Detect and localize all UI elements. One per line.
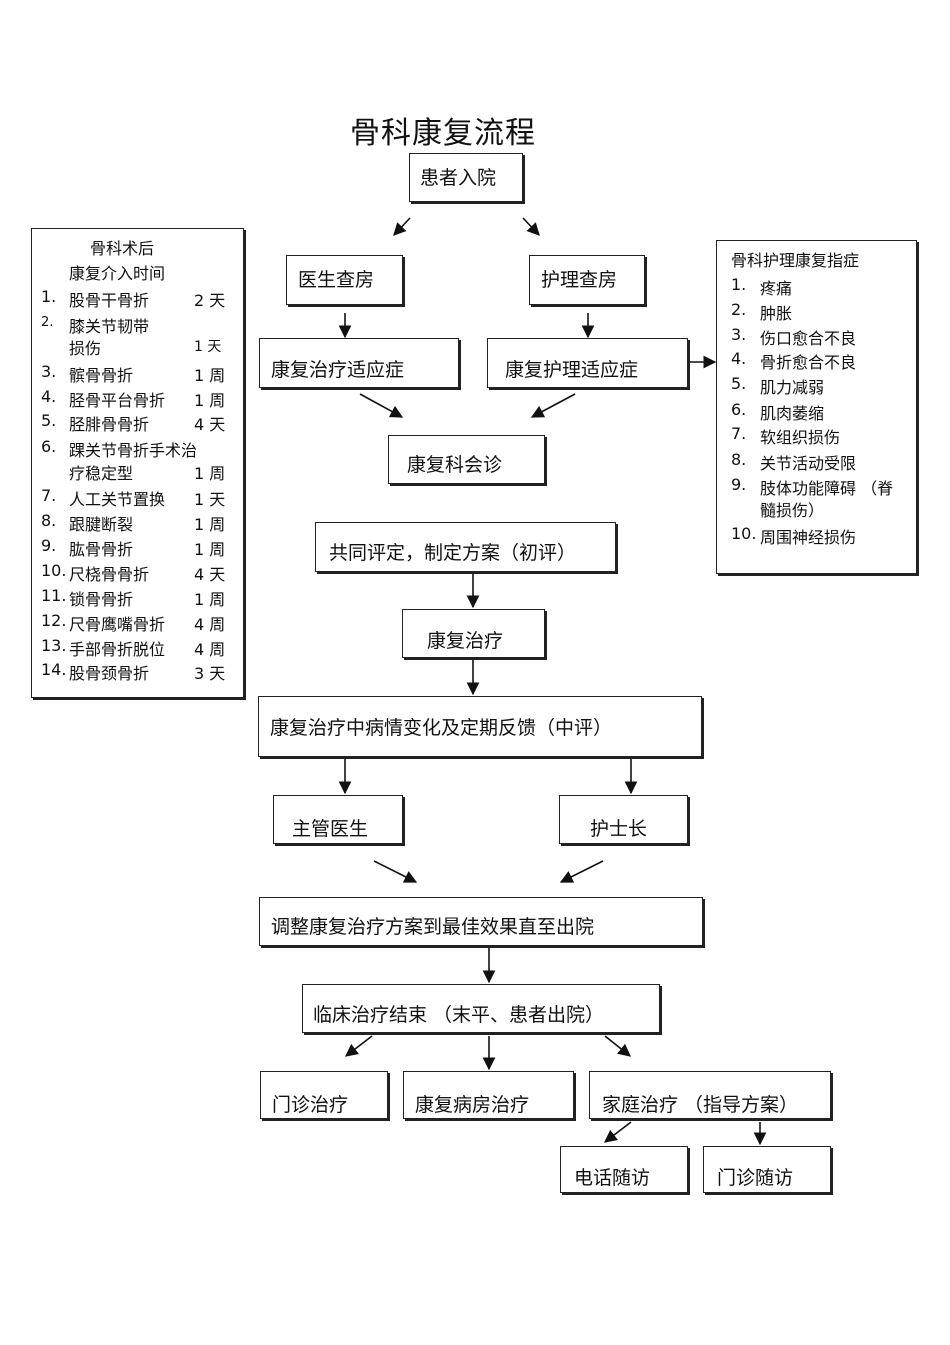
left-panel-title-line2: 康复介入时间: [69, 264, 166, 283]
node-outpatient-followup: 门诊随访: [703, 1146, 831, 1193]
node-home-treatment: 家庭治疗 （指导方案）: [589, 1071, 831, 1119]
node-head-nurse: 护士长: [559, 795, 688, 844]
node-outpatient-treatment-label: 门诊治疗: [272, 1094, 349, 1116]
arrow-admission-to-doctor: [393, 217, 411, 236]
node-treatment-end-label: 临床治疗结束 （末平、患者出院）: [313, 1004, 605, 1026]
node-feedback: 康复治疗中病情变化及定期反馈（中评）: [258, 696, 702, 757]
arrow-admission-to-nursing: [522, 217, 540, 236]
arrow-rehab-to-consultation: [359, 393, 404, 418]
node-treatment-end: 临床治疗结束 （末平、患者出院）: [302, 984, 660, 1033]
node-outpatient-followup-label: 门诊随访: [717, 1167, 794, 1189]
node-consultation-label: 康复科会诊: [407, 454, 503, 476]
arrow-home-to-phone: [603, 1121, 632, 1143]
node-phone-followup-label: 电话随访: [574, 1167, 651, 1189]
arrow-nurse-to-adjust: [559, 860, 604, 883]
node-rehab-indication: 康复治疗适应症: [259, 338, 459, 388]
node-home-treatment-label: 家庭治疗 （指导方案）: [602, 1094, 799, 1116]
node-attending-doctor: 主管医生: [273, 795, 403, 844]
right-panel-nursing-indications: 骨科护理康复指症 1.疼痛 2.肿胀 3.伤口愈合不良 4.骨折愈合不良 5.肌…: [716, 240, 917, 574]
node-joint-assessment: 共同评定，制定方案（初评）: [315, 522, 616, 572]
node-nursing-rounds-label: 护理查房: [541, 269, 618, 291]
node-nursing-indication-label: 康复护理适应症: [505, 359, 639, 381]
arrow-nursing-to-consultation: [530, 393, 576, 418]
left-panel-title-line1: 骨科术后: [90, 239, 155, 258]
node-doctor-rounds-label: 医生查房: [298, 269, 375, 291]
node-doctor-rounds: 医生查房: [286, 255, 403, 305]
node-rehab-treatment: 康复治疗: [402, 609, 545, 658]
node-nursing-indication: 康复护理适应症: [487, 338, 688, 388]
node-admission-label: 患者入院: [420, 167, 497, 189]
node-phone-followup: 电话随访: [560, 1146, 688, 1193]
node-adjust-plan-label: 调整康复治疗方案到最佳效果直至出院: [271, 916, 595, 938]
node-joint-assessment-label: 共同评定，制定方案（初评）: [329, 542, 577, 564]
node-rehab-treatment-label: 康复治疗: [427, 630, 504, 652]
right-panel-title: 骨科护理康复指症: [731, 251, 860, 270]
node-rehab-ward-label: 康复病房治疗: [415, 1094, 530, 1116]
node-feedback-label: 康复治疗中病情变化及定期反馈（中评）: [270, 717, 613, 739]
node-attending-doctor-label: 主管医生: [292, 818, 369, 840]
node-rehab-ward: 康复病房治疗: [403, 1071, 574, 1119]
arrow-doctor-to-adjust: [373, 860, 418, 883]
node-head-nurse-label: 护士长: [590, 818, 648, 840]
node-rehab-indication-label: 康复治疗适应症: [271, 359, 405, 381]
node-consultation: 康复科会诊: [388, 435, 545, 484]
node-outpatient-treatment: 门诊治疗: [260, 1071, 388, 1119]
arrow-end-to-outpatient: [344, 1035, 373, 1057]
page-title: 骨科康复流程: [350, 116, 536, 151]
node-adjust-plan: 调整康复治疗方案到最佳效果直至出院: [259, 897, 703, 946]
node-nursing-rounds: 护理查房: [529, 255, 645, 305]
node-admission: 患者入院: [409, 153, 523, 202]
arrow-end-to-home: [604, 1035, 631, 1057]
